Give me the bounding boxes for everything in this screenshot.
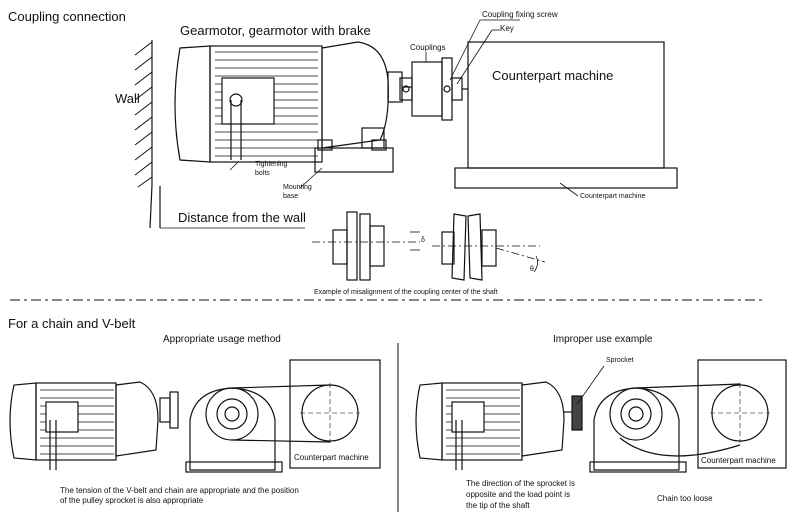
counterpart-left-label: Counterpart machine [294, 453, 369, 462]
improper-note-line-3: the tip of the shaft [466, 501, 530, 510]
improper-title: Improper use example [553, 334, 653, 345]
leader-lines [160, 19, 579, 229]
wall [134, 40, 161, 229]
gearmotor-label: Gearmotor, gearmotor with brake [180, 23, 371, 38]
improper-counterpart [697, 359, 787, 469]
improper-front-view [589, 383, 741, 473]
appropriate-note-line-2: of the pulley sprocket is also appropria… [60, 496, 204, 505]
improper-note-line-2: opposite and the load point is [466, 490, 571, 499]
section-title-coupling: Coupling connection [8, 9, 126, 24]
coupling [399, 57, 463, 121]
improper-motor-side [415, 381, 583, 470]
key-label: Key [500, 24, 514, 33]
appropriate-counterpart [289, 359, 381, 469]
bottom-leaders [576, 365, 605, 405]
delta-label: δ [421, 237, 425, 244]
counterpart-right-label: Counterpart machine [701, 456, 776, 465]
counterpart-machine-small-label: Counterpart machine [580, 193, 646, 200]
coupling-screw-label: Coupling fixing screw [482, 10, 558, 19]
section-title-chain: For a chain and V-belt [8, 316, 136, 331]
couplings-label: Couplings [410, 43, 446, 52]
theta-label: θ [530, 266, 534, 273]
appropriate-note-line-1: The tension of the V-belt and chain are … [60, 486, 299, 495]
sprocket-label: Sprocket [606, 357, 634, 364]
tightening-bolts-label: Tightening bolts [255, 161, 288, 177]
gearmotor [174, 41, 412, 173]
counterpart-machine-top [454, 41, 678, 189]
wall-label: Wall [115, 91, 140, 106]
misalignment-examples [312, 211, 546, 281]
chain-too-loose-note: Chain too loose [657, 494, 713, 503]
mounting-base-label: Mounting base [283, 184, 312, 200]
appropriate-title: Appropriate usage method [163, 334, 281, 345]
improper-note-line-1: The direction of the sprocket is [466, 479, 575, 488]
appropriate-front-view [185, 384, 331, 473]
counterpart-machine-big-label: Counterpart machine [492, 68, 614, 83]
distance-from-wall-label: Distance from the wall [178, 210, 306, 225]
misalignment-caption: Example of misalignment of the coupling … [314, 289, 498, 296]
appropriate-motor-side [9, 381, 179, 470]
